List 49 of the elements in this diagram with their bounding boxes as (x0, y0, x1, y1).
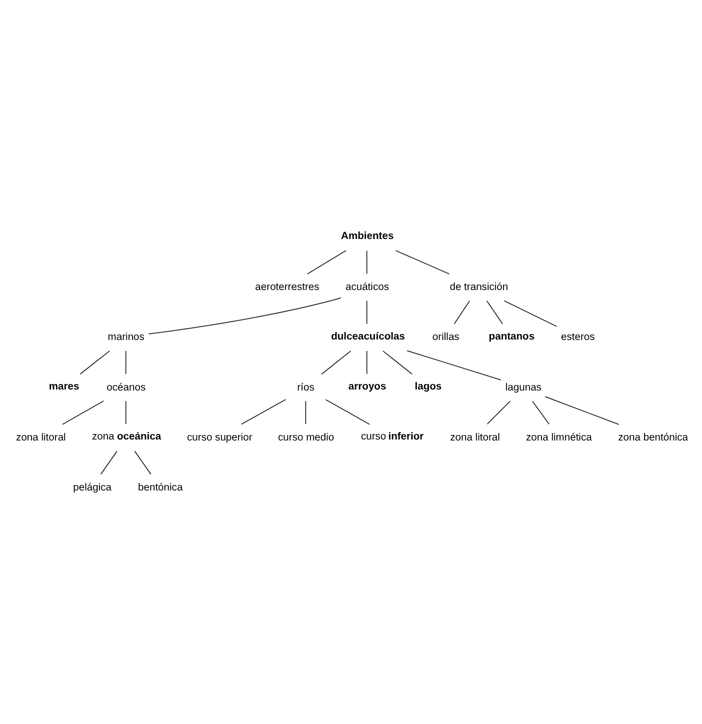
node-text: orillas (432, 332, 460, 343)
connector (395, 250, 450, 274)
node-text: marinos (108, 332, 144, 343)
connector (504, 300, 557, 326)
connector (240, 398, 286, 424)
node-text: zona oceánica (92, 431, 162, 442)
connector (532, 400, 550, 424)
node-text: acuáticos (345, 282, 389, 293)
node-text: pelágica (73, 482, 112, 494)
connector (366, 250, 368, 274)
connector (62, 400, 104, 424)
connector (321, 350, 352, 374)
connector (486, 300, 503, 324)
node-text: ríos (297, 382, 314, 393)
node-text: zona bentónica (618, 432, 688, 443)
node-text: lagunas (505, 382, 542, 393)
connector (148, 296, 342, 334)
node-text: curso superior (187, 432, 252, 443)
node-text: zona litoral (450, 432, 500, 443)
node-text: pantanos (488, 330, 535, 342)
node-text: zona limnética (526, 432, 592, 443)
connector (366, 350, 368, 374)
connector (305, 400, 306, 424)
node-text: bentónica (138, 482, 183, 494)
connector (486, 400, 511, 424)
connector (406, 350, 502, 380)
node-text: océanos (106, 382, 146, 393)
node-text: Ambientes (341, 230, 394, 242)
connector (125, 350, 126, 374)
node-text: curso medio (278, 432, 334, 443)
connector (134, 450, 152, 474)
connector (306, 250, 346, 274)
node-text: lagos (414, 381, 442, 392)
connector (100, 450, 118, 474)
connector (382, 350, 412, 374)
node-text: aeroterrestres (255, 282, 320, 293)
connector (125, 400, 126, 424)
node-text: mares (48, 381, 80, 392)
connector (454, 300, 470, 324)
node-text: curso inferior (360, 431, 424, 442)
connector (544, 396, 620, 424)
node-text: zona litoral (16, 432, 66, 443)
connector (80, 350, 110, 374)
node-text: de transición (450, 282, 508, 293)
node-text: dulceacuícolas (331, 330, 405, 342)
node-text: esteros (561, 332, 595, 343)
node-text: arroyos (348, 381, 386, 392)
connector (366, 300, 368, 324)
connector (325, 398, 370, 424)
